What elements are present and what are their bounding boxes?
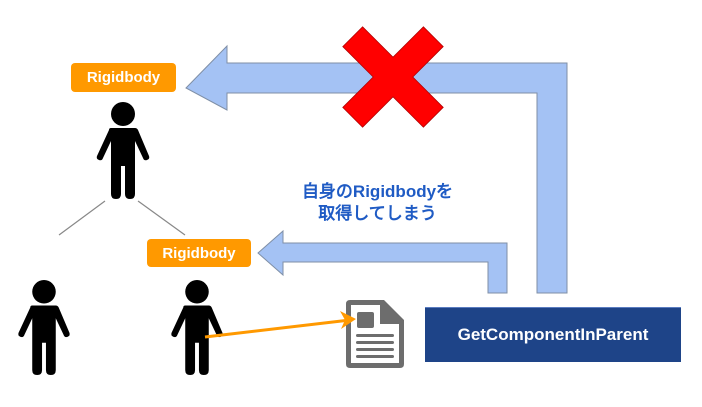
caption-line-2: 取得してしまう [318, 204, 437, 223]
tree-line-right [137, 200, 186, 236]
parent-rigidbody-tag: Rigidbody [71, 63, 176, 92]
attach-arrow [204, 311, 356, 339]
caption: 自身のRigidbodyを 取得してしまう [265, 181, 490, 225]
document-icon [346, 300, 404, 368]
caption-line-1: 自身のRigidbodyを [301, 182, 454, 201]
parent-rigidbody-label: Rigidbody [86, 69, 161, 86]
person-icon [96, 102, 150, 199]
cross-icon [342, 26, 444, 128]
tree-line-left [58, 200, 106, 236]
person-icon [171, 280, 223, 376]
self-rigidbody-label: Rigidbody [162, 244, 236, 262]
self-rigidbody-tag: Rigidbody [147, 239, 251, 267]
method-box: GetComponentInParent [425, 307, 681, 362]
arrow-to-parent [185, 44, 568, 294]
arrow-to-self [257, 229, 508, 294]
person-icon [18, 280, 70, 376]
method-label: GetComponentInParent [457, 325, 649, 344]
